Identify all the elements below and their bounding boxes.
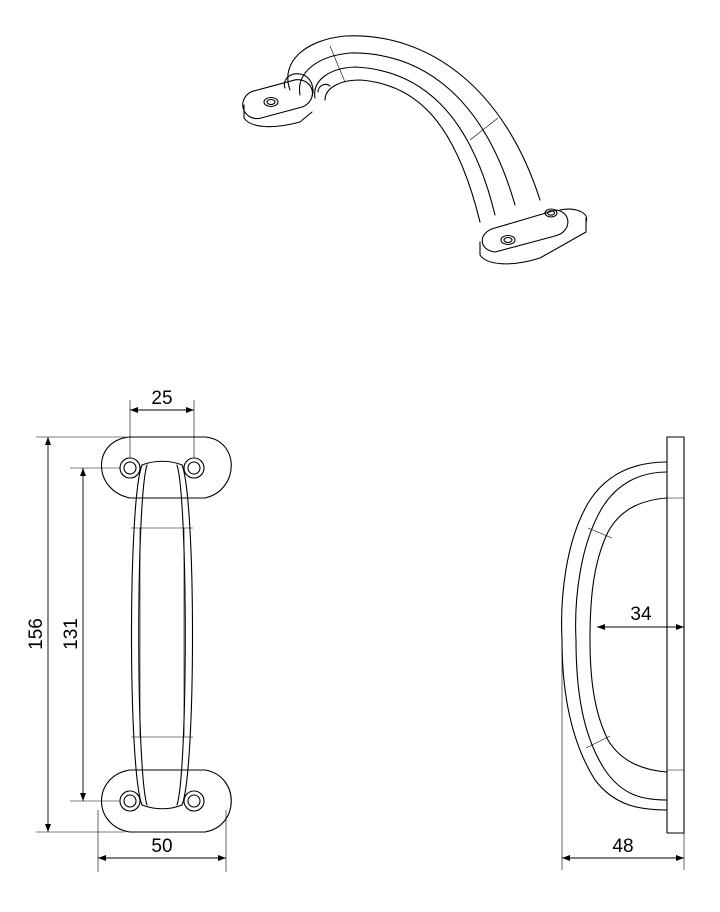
iso-right-foot [479,208,588,265]
side-mounting-plate [666,436,685,834]
dim-50: 50 [97,810,227,872]
front-view: 25 156 131 50 [26,388,232,872]
dim-131-label: 131 [61,618,82,650]
isometric-view [242,35,588,265]
front-grip [130,460,194,810]
iso-left-foot [242,79,313,128]
front-hole-top-left [119,457,141,479]
front-hole-top-right [183,457,205,479]
front-hole-bottom-left [119,790,141,812]
dim-34-label: 34 [630,604,652,625]
dim-25-label: 25 [151,388,172,409]
side-handle-profile [561,461,668,811]
dim-48-label: 48 [612,836,633,857]
front-top-flange [100,436,232,499]
dim-48: 48 [561,640,685,870]
front-hole-bottom-right [183,790,205,812]
dim-50-label: 50 [151,836,172,857]
dim-25: 25 [129,388,195,458]
dim-156: 156 [26,436,125,833]
dim-156-label: 156 [26,618,47,650]
side-view: 34 48 [561,436,685,870]
iso-handle-arch [283,35,541,223]
dim-131: 131 [61,467,120,802]
dim-34: 34 [597,604,684,630]
front-bottom-flange [100,769,232,833]
